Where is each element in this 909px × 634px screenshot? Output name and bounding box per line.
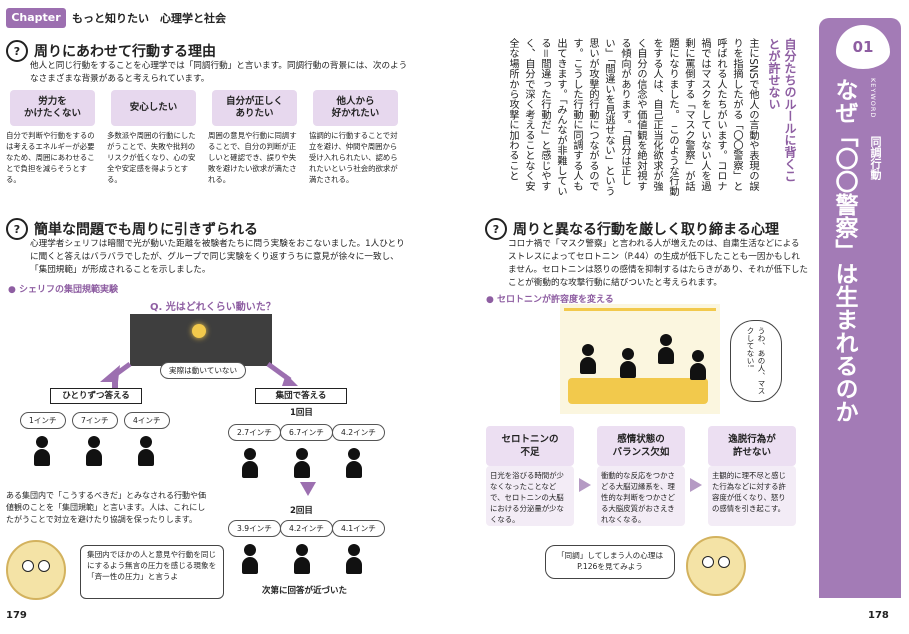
flow-step-text: 衝動的な反応をつかさどる大脳辺縁系を、理性的な判断をつかさどる大脳皮質がおさえき… bbox=[597, 466, 685, 526]
converge-text: 次第に回答が近づいた bbox=[262, 586, 348, 596]
keyword-value: 同調行動 bbox=[869, 136, 882, 180]
conclusion-text: ある集団内で「こうするべきだ」とみなされる行動や価値観のことを「集団規範」と言い… bbox=[6, 491, 206, 524]
reason-card-title: 自分が正しく ありたい bbox=[212, 90, 297, 126]
section2-lead: 心理学者シェリフは暗闇で光が動いた距離を被験者たちに問う実験をおこないました。1… bbox=[30, 239, 405, 275]
dark-room-illustration bbox=[130, 314, 272, 366]
sidebar-main-title: なぜ「〇〇警察」は生まれるのか bbox=[831, 78, 857, 423]
section2-title: 簡単な問題でも周りに引きずられる bbox=[34, 222, 258, 238]
actual-note: 実際は動いていない bbox=[160, 362, 247, 379]
serotonin-flow: セロトニンの 不足日光を浴びる時間が少なくなったことなどで、セロトニンの大脳にお… bbox=[486, 426, 796, 526]
section3-lead: コロナ禍で「マスク警察」と言われる人が増えたのは、自粛生活などによるストレスによ… bbox=[508, 239, 809, 288]
reason-card-text: 周囲の意見や行動に同調することで、自分の判断が正しいと確認でき、誤りや失敗を避け… bbox=[208, 131, 297, 184]
experiment-label: ● シェリフの集団規範実験 bbox=[8, 285, 118, 295]
reason-card-text: 協調的に行動することで対立を避け、仲間や周囲から受け入れられたい、認められたいと… bbox=[309, 131, 398, 184]
mascot-bubble: 集団内でほかの人と意見や行動を同じにするよう無言の圧力を感じる現象を「斉一性の圧… bbox=[80, 545, 224, 599]
question-icon: ? bbox=[6, 218, 28, 240]
experiment-question: Q. 光はどれくらい動いた？ bbox=[150, 302, 276, 313]
answer-bubble: 2.7インチ bbox=[228, 424, 281, 441]
page-number-left: 179 bbox=[6, 610, 27, 621]
reason-cards: 労力を かけたくない自分で判断や行動をするのは考えるエネルギーが必要なため、周囲… bbox=[6, 90, 406, 186]
flow-arrow-icon bbox=[690, 478, 702, 492]
section3-title: 周りと異なる行動を厳しく取り締まる心理 bbox=[513, 222, 779, 238]
person-figure bbox=[294, 544, 310, 574]
person-figure bbox=[346, 544, 362, 574]
chapter-title: もっと知りたい 心理学と社会 bbox=[72, 12, 226, 25]
light-icon bbox=[192, 324, 206, 338]
reason-card-title: 労力を かけたくない bbox=[10, 90, 95, 126]
reason-card-title: 安心したい bbox=[111, 90, 196, 126]
speech-bubble: うわ、あの人、マスクしてない! bbox=[730, 320, 782, 402]
answer-bubble: 4.2インチ bbox=[280, 520, 333, 537]
round1-label: 1回目 bbox=[290, 408, 313, 418]
answer-bubble: 4.2インチ bbox=[332, 424, 385, 441]
down-arrow bbox=[300, 482, 316, 496]
flow-step-title: 逸脱行為が 許せない bbox=[708, 426, 796, 466]
flow-step-title: セロトニンの 不足 bbox=[486, 426, 574, 466]
section2-heading: ? 簡単な問題でも周りに引きずられる bbox=[6, 218, 258, 240]
chapter-tab: Chapter 6 bbox=[6, 8, 66, 44]
section1-lead: 他人と同じ行動をすることを心理学では「同調行動」と言います。同調行動の背景には、… bbox=[30, 61, 408, 84]
answer-bubble: 1インチ bbox=[20, 412, 66, 429]
person-figure bbox=[86, 436, 102, 466]
hedgehog-mascot-right bbox=[686, 536, 746, 596]
person-figure bbox=[138, 436, 154, 466]
individual-answers: 1インチ 7インチ 4インチ bbox=[20, 412, 180, 472]
section1-title: 周りにあわせて行動する理由 bbox=[34, 44, 216, 60]
page-number-right: 178 bbox=[868, 610, 889, 621]
individual-label: ひとりずつ答える bbox=[50, 388, 142, 404]
person-figure bbox=[242, 544, 258, 574]
round2-label: 2回目 bbox=[290, 506, 313, 516]
person-figure bbox=[294, 448, 310, 478]
person-figure bbox=[242, 448, 258, 478]
serotonin-label: ● セロトニンが許容度を変える bbox=[486, 295, 614, 305]
group-label: 集団で答える bbox=[255, 388, 347, 404]
hedgehog-mascot bbox=[6, 540, 66, 600]
number-heart-badge: 01 bbox=[833, 22, 893, 72]
answer-bubble: 7インチ bbox=[72, 412, 118, 429]
train-illustration bbox=[560, 304, 720, 414]
flow-step-title: 感情状態の バランス欠如 bbox=[597, 426, 685, 466]
vertical-title: 自分たちのルールに背くことが許せない bbox=[767, 38, 797, 182]
reason-card-title: 他人から 好かれたい bbox=[313, 90, 398, 126]
section3-heading: ? 周りと異なる行動を厳しく取り締まる心理 bbox=[485, 218, 779, 240]
vertical-text-block: 自分たちのルールに背くことが許せない 主にSNSで他人の言動や表現の誤りを指摘し… bbox=[478, 38, 798, 198]
flow-step-text: 主観的に理不尽と感じた行為などに対する許容度が低くなり、怒りの感情を引き起こす。 bbox=[708, 466, 796, 526]
person-figure bbox=[346, 448, 362, 478]
reason-card-text: 多数派や周囲の行動にしたがうことで、失敗や批判のリスクが低くなり、心の安全や安定… bbox=[107, 131, 196, 184]
question-icon: ? bbox=[6, 40, 28, 62]
answer-bubble: 6.7インチ bbox=[280, 424, 333, 441]
keyword-label: KEYWORD bbox=[869, 78, 877, 119]
flow-step-text: 日光を浴びる時間が少なくなったことなどで、セロトニンの大脳における分泌量が少なく… bbox=[486, 466, 574, 526]
question-icon: ? bbox=[485, 218, 507, 240]
title-sidebar: 01 KEYWORD 同調行動 なぜ「〇〇警察」は生まれるのか bbox=[819, 18, 901, 598]
footer-bubble: 「同調」してしまう人の心理はP.126を見てみよう bbox=[545, 545, 675, 579]
vertical-body: 主にSNSで他人の言動や表現の誤りを指摘したがる「〇〇警察」と呼ばれる人たちがい… bbox=[510, 38, 758, 197]
flow-arrow-icon bbox=[579, 478, 591, 492]
answer-bubble: 3.9インチ bbox=[228, 520, 281, 537]
answer-bubble: 4インチ bbox=[124, 412, 170, 429]
section1-heading: ? 周りにあわせて行動する理由 bbox=[6, 40, 216, 62]
person-figure bbox=[34, 436, 50, 466]
answer-bubble: 4.1インチ bbox=[332, 520, 385, 537]
reason-card-text: 自分で判断や行動をするのは考えるエネルギーが必要なため、周囲にあわせることで負担… bbox=[6, 131, 95, 184]
split-arrows bbox=[100, 361, 298, 388]
